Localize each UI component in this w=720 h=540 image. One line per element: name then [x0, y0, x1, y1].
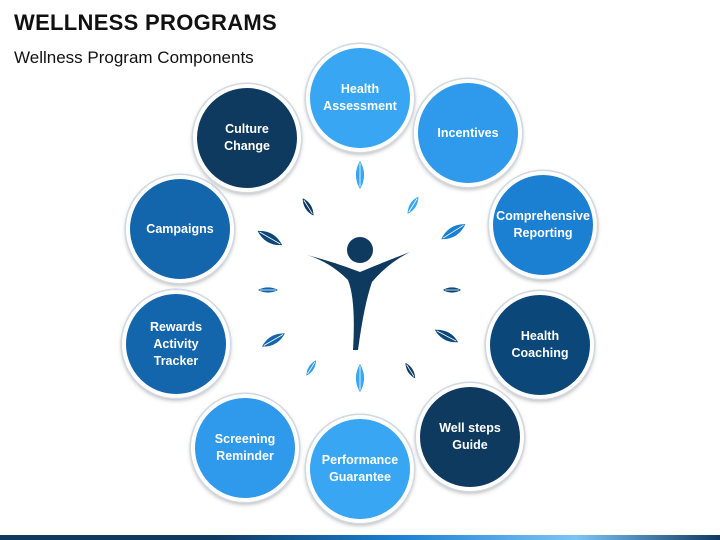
campaigns-circle[interactable]: Campaigns [126, 175, 234, 283]
leaf-icon [305, 358, 317, 378]
rewards-activity-tracker-circle[interactable]: Rewards Activity Tracker [122, 290, 230, 398]
leaf-icon [433, 328, 460, 344]
performance-guarantee-circle[interactable]: Performance Guarantee [306, 415, 414, 523]
health-assessment-circle[interactable]: Health Assessment [306, 44, 414, 152]
leaf-icon [355, 362, 365, 394]
page-subtitle: Wellness Program Components [14, 48, 254, 67]
culture-change-circle[interactable]: Culture Change [193, 84, 301, 192]
leaf-icon [355, 159, 365, 191]
leaf-icon [441, 286, 463, 294]
leaf-icon [260, 332, 287, 348]
comprehensive-reporting-circle[interactable]: Comprehensive Reporting [489, 171, 597, 279]
leaf-icon [404, 361, 417, 380]
well-steps-guide-circle[interactable]: Well steps Guide [416, 383, 524, 491]
health-coaching-circle[interactable]: Health Coaching [486, 291, 594, 399]
leaf-icon [406, 195, 420, 216]
screening-reminder-circle[interactable]: Screening Reminder [191, 394, 299, 502]
person-icon [307, 237, 410, 350]
leaves-group [256, 159, 467, 394]
leaf-icon [256, 230, 284, 246]
leaf-icon [256, 286, 280, 294]
page-title: WELLNESS PROGRAMS [14, 10, 277, 35]
leaf-icon [439, 223, 467, 241]
leaf-icon [301, 196, 315, 217]
footer-bar [0, 535, 720, 540]
incentives-circle[interactable]: Incentives [414, 79, 522, 187]
